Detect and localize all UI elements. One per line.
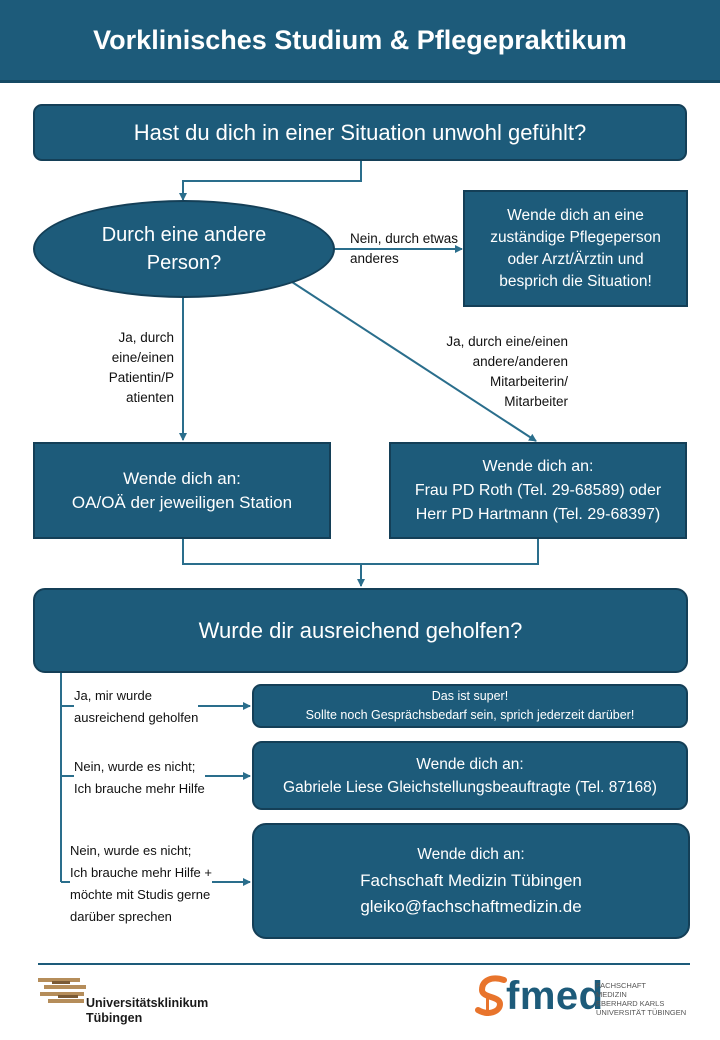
label-line: andere/anderen: [472, 354, 568, 369]
logo-line: Tübingen: [86, 1011, 143, 1025]
box-line: Wende dich an eine: [507, 206, 644, 224]
label-line: darüber sprechen: [70, 909, 172, 924]
label-line: anderes: [350, 251, 399, 266]
edge-label-no-help-studis: Nein, wurde es nicht; Ich brauche mehr H…: [70, 840, 212, 928]
box-line: besprich die Situation!: [499, 272, 652, 290]
contact-box-oa: Wende dich an: OA/OÄ der jeweiligen Stat…: [33, 442, 331, 539]
label-line: Mitarbeiter: [504, 394, 568, 409]
box-line: Sollte noch Gesprächsbedarf sein, sprich…: [305, 708, 635, 722]
ukt-logo-text: Universitätsklinikum Tübingen: [86, 996, 208, 1026]
box-line: Wende dich an:: [482, 457, 594, 475]
label-line: Nein, durch etwas: [350, 231, 459, 246]
box-line: Wende dich an:: [417, 846, 525, 863]
ukt-logo-icon: [38, 978, 86, 1003]
label-line: ausreichend geholfen: [74, 710, 199, 725]
question-line: Person?: [146, 252, 222, 274]
question-text: Wurde dir ausreichend geholfen?: [198, 617, 523, 643]
answer-box-nurse: Wende dich an eine zuständige Pflegepers…: [463, 190, 688, 307]
arrow-q1-to-q2: [179, 160, 362, 201]
label-line: Ich brauche mehr Hilfe +: [70, 865, 212, 880]
box-line: Wende dich an:: [123, 468, 241, 488]
label-line: atienten: [125, 390, 174, 405]
box-line: Wende dich an:: [416, 755, 524, 773]
label-line: Nein, wurde es nicht;: [70, 843, 192, 858]
page-title: Vorklinisches Studium & Pflegepraktikum: [93, 24, 627, 55]
fmed-logo-subtitle: FACHSCHAFT MEDIZIN EBERHARD KARLS UNIVER…: [596, 981, 686, 1017]
box-line: Frau PD Roth (Tel. 29-68589) oder: [414, 481, 662, 499]
contact-box-fachschaft: Wende dich an: Fachschaft Medizin Tübing…: [252, 823, 690, 939]
box-line: OA/OÄ der jeweiligen Station: [71, 492, 293, 512]
box-line: oder Arzt/Ärztin und: [507, 250, 644, 268]
label-line: Ja, durch: [118, 330, 174, 345]
contact-box-gleichstellung: Wende dich an: Gabriele Liese Gleichstel…: [252, 741, 688, 810]
answer-box-super: Das ist super! Sollte noch Gesprächsbeda…: [252, 684, 688, 728]
box-line: Gabriele Liese Gleichstellungsbeauftragt…: [283, 778, 657, 796]
edge-label-yes-helped: Ja, mir wurde ausreichend geholfen: [74, 685, 199, 729]
logo-line: Universitätsklinikum: [86, 996, 209, 1010]
label-line: Ja, mir wurde: [74, 688, 153, 703]
logo-line: MEDIZIN: [596, 990, 627, 999]
edge-label-no-other: Nein, durch etwas anderes: [350, 229, 458, 269]
fmed-logo-icon: [475, 975, 507, 1016]
logo-line: EBERHARD KARLS: [596, 999, 665, 1008]
label-line: Mitarbeiterin/: [489, 374, 568, 389]
label-line: möchte mit Studis gerne: [70, 887, 211, 902]
question-ellipse-other-person: Durch eine andere Person?: [33, 200, 335, 298]
fmed-logo-text: fmed: [506, 974, 604, 1018]
box-line: zuständige Pflegeperson: [490, 228, 661, 246]
box-line: Das ist super!: [431, 689, 509, 703]
edge-label-patient: Ja, durch eine/einen Patientin/P atiente…: [90, 328, 174, 408]
label-line: Ja, durch eine/einen: [446, 334, 568, 349]
question-box-helped: Wurde dir ausreichend geholfen?: [33, 588, 688, 673]
edge-label-no-help: Nein, wurde es nicht; Ich brauche mehr H…: [74, 756, 205, 800]
question-text: Hast du dich in einer Situation unwohl g…: [133, 119, 587, 145]
arrow-merge-to-q3: [182, 538, 539, 586]
footer-divider: [38, 963, 690, 965]
label-line: eine/einen: [111, 350, 174, 365]
logo-line: FACHSCHAFT: [596, 981, 647, 990]
edge-label-staff: Ja, durch eine/einen andere/anderen Mita…: [420, 332, 568, 412]
arrow-q2-to-roth: [291, 281, 537, 442]
label-line: Nein, wurde es nicht;: [74, 759, 196, 774]
label-line: Ich brauche mehr Hilfe: [74, 781, 205, 796]
page-header: Vorklinisches Studium & Pflegepraktikum: [0, 0, 720, 83]
logo-line: UNIVERSITÄT TÜBINGEN: [596, 1008, 687, 1017]
question-line: Durch eine andere: [101, 224, 267, 246]
box-line: gleiko@fachschaftmedizin.de: [360, 897, 582, 916]
box-line: Herr PD Hartmann (Tel. 29-68397): [415, 505, 661, 523]
box-line: Fachschaft Medizin Tübingen: [360, 871, 582, 890]
contact-box-roth-hartmann: Wende dich an: Frau PD Roth (Tel. 29-685…: [389, 442, 687, 539]
label-line: Patientin/P: [108, 370, 174, 385]
question-box-felt-uncomfortable: Hast du dich in einer Situation unwohl g…: [33, 104, 687, 161]
